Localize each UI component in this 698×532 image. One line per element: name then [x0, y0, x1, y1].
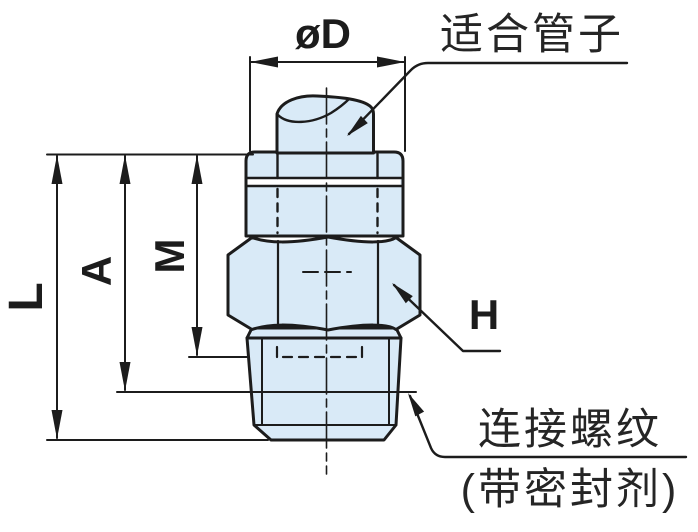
arrow-L-top: [51, 155, 63, 184]
cap-groove: [247, 178, 401, 186]
note-thread-sub: (带密封剂): [460, 465, 680, 514]
arrow-A-top: [119, 155, 131, 184]
dim-label-overall-length: L: [0, 282, 53, 312]
leader-lines: [347, 61, 688, 459]
arrow-L-bottom: [51, 410, 63, 439]
dimension-lines: [46, 56, 417, 441]
leader-thread-note: [408, 394, 688, 459]
dim-label-a: A: [73, 255, 120, 287]
release-cap: [244, 150, 405, 238]
dim-label-tube-diameter: øD: [295, 10, 351, 57]
tube-opening-arc: [276, 97, 351, 124]
note-tube: 适合管子: [440, 10, 624, 59]
tube: [275, 94, 375, 155]
arrow-D-left: [250, 56, 278, 68]
leader-H: [392, 283, 502, 353]
arrow-M-bottom: [191, 327, 203, 356]
note-thread: 连接螺纹: [478, 405, 662, 454]
arrow-D-right: [377, 56, 405, 68]
arrow-H: [392, 283, 413, 304]
arrow-thread-note: [408, 393, 425, 417]
leader-tube-note: [347, 61, 629, 136]
arrow-M-top: [191, 155, 203, 184]
hex-nut: [226, 235, 422, 332]
dim-label-hex: H: [468, 291, 500, 338]
fitting-body: [226, 87, 422, 475]
arrow-tube-note: [347, 115, 368, 136]
dim-label-m: M: [146, 238, 193, 274]
arrow-A-bottom: [119, 362, 131, 391]
